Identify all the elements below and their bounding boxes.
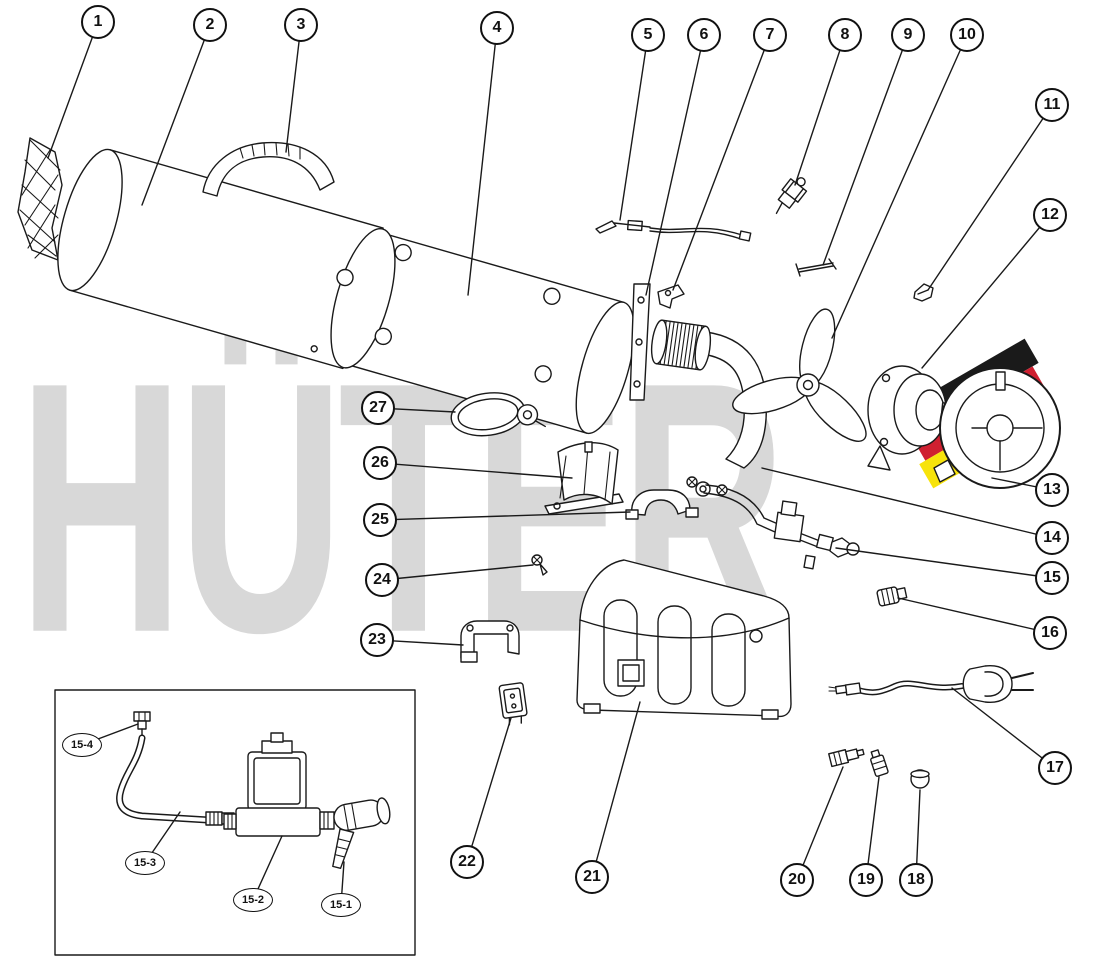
inset-box: [54, 689, 416, 956]
leader-line-20: [796, 766, 844, 881]
part-15-valve: [773, 500, 860, 570]
part-10-fan-blade: [732, 308, 867, 442]
leader-line-22: [466, 717, 512, 863]
part-26-deflector: [557, 441, 619, 505]
part-1-mesh: [17, 137, 63, 261]
leader-line-19: [865, 776, 880, 881]
callout-2: 2: [193, 8, 227, 42]
leader-line-24: [381, 564, 534, 581]
callout-21: 21: [575, 860, 609, 894]
part-19-nut: [870, 749, 889, 777]
part-15-3-pipe: [116, 734, 235, 826]
leader-line-15: [835, 547, 1053, 579]
callout-14: 14: [1035, 521, 1069, 555]
part-22-switch: [498, 682, 528, 726]
leader-line-3: [285, 24, 302, 153]
part-7-bracket: [657, 284, 685, 309]
leader-line-10: [831, 34, 968, 339]
leader-line-26: [379, 462, 573, 479]
leader-line-16: [897, 597, 1051, 634]
callout-15-2: 15-2: [233, 888, 273, 912]
callout-4: 4: [480, 11, 514, 45]
leader-line-2: [141, 24, 211, 206]
callout-11: 11: [1035, 88, 1069, 122]
callout-15: 15: [1035, 561, 1069, 595]
part-11-clip: [913, 283, 934, 302]
callout-15-1: 15-1: [321, 893, 361, 917]
part-12-motor: [867, 365, 966, 471]
callout-16: 16: [1033, 616, 1067, 650]
callout-15-4: 15-4: [62, 733, 102, 757]
leader-line-9: [822, 34, 909, 266]
part-8-spark-plug: [775, 177, 808, 215]
leader-line-6: [645, 34, 705, 296]
callout-26: 26: [363, 446, 397, 480]
leader-line-7: [672, 34, 771, 291]
callout-23: 23: [360, 623, 394, 657]
callout-22: 22: [450, 845, 484, 879]
part-15-2-solenoid: [223, 732, 335, 837]
part-24-screw: [531, 554, 548, 576]
part-16-fitting: [876, 586, 908, 607]
part-3-handle: [202, 141, 335, 197]
part-17-power-cord: [828, 665, 1034, 703]
callout-10: 10: [950, 18, 984, 52]
part-23-bracket: [460, 620, 520, 663]
leader-line-25: [379, 511, 631, 521]
callout-25: 25: [363, 503, 397, 537]
leader-line-8: [794, 34, 846, 186]
part-2-4-barrel: [57, 148, 635, 435]
part-21-base: [576, 559, 792, 720]
part-15-1-outlet: [332, 797, 391, 870]
callout-17: 17: [1038, 751, 1072, 785]
callout-1: 1: [81, 5, 115, 39]
leader-line-21: [591, 701, 641, 878]
part-6-bracket-strip: [629, 283, 651, 401]
part-18-cap: [910, 769, 930, 789]
part-burner-elbow: [650, 319, 767, 469]
part-9-pin: [795, 258, 837, 277]
callout-15-3: 15-3: [125, 851, 165, 875]
leader-line-12: [921, 214, 1051, 369]
callout-13: 13: [1035, 473, 1069, 507]
callout-24: 24: [365, 563, 399, 597]
callout-12: 12: [1033, 198, 1067, 232]
part-14-fuel-pipe: [695, 481, 779, 533]
callout-8: 8: [828, 18, 862, 52]
leader-line-17: [951, 687, 1056, 769]
callout-5: 5: [631, 18, 665, 52]
part-27-gasket: [450, 392, 546, 437]
leader-lines: [47, 21, 1056, 906]
leader-line-11: [927, 104, 1053, 291]
leader-line-1: [47, 21, 99, 159]
callout-6: 6: [687, 18, 721, 52]
leader-line-5: [619, 34, 649, 221]
callout-27: 27: [361, 391, 395, 425]
leader-line-4: [467, 27, 498, 296]
callout-18: 18: [899, 863, 933, 897]
part-20-nozzle: [828, 748, 865, 768]
part-5-igniter-electrode: [595, 219, 752, 242]
callout-9: 9: [891, 18, 925, 52]
callout-3: 3: [284, 8, 318, 42]
callout-20: 20: [780, 863, 814, 897]
part-13-fan-guard: [933, 367, 1061, 489]
callout-19: 19: [849, 863, 883, 897]
leader-line-14: [761, 467, 1053, 539]
callout-7: 7: [753, 18, 787, 52]
